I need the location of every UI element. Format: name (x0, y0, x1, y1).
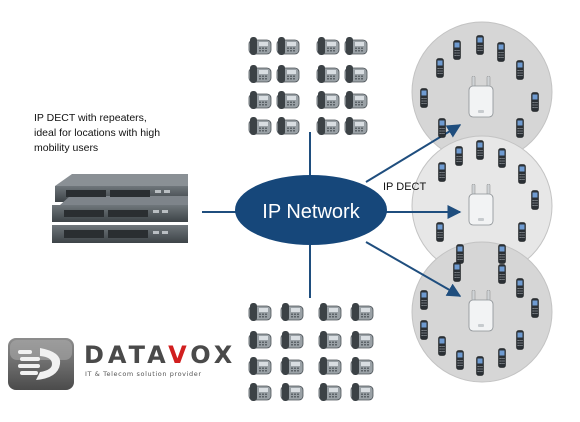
dect-handset-icon (436, 58, 444, 78)
datavox-logo-icon (8, 338, 74, 390)
dect-handset-icon (438, 336, 446, 356)
desk-phone-icon (248, 382, 272, 402)
datavox-wordmark: DATAVOX (84, 341, 236, 369)
dect-handset-icon (456, 244, 464, 264)
stacked-switch-icon (52, 174, 188, 243)
dect-handset-icon (438, 162, 446, 182)
desk-phone-icon (350, 330, 374, 350)
desk-phone-icon (248, 356, 272, 376)
wordmark-accent: V (168, 341, 191, 369)
desk-phone-icon (276, 64, 300, 84)
desk-phone-icon (350, 302, 374, 322)
dect-handset-icon (498, 148, 506, 168)
desk-phone-icon (248, 36, 272, 56)
desk-phone-icon (344, 64, 368, 84)
dect-handset-icon (453, 40, 461, 60)
top-desk-phone-group (248, 36, 368, 136)
dect-handset-icon (516, 330, 524, 350)
dect-handset-icon (531, 92, 539, 112)
desk-phone-icon (280, 382, 304, 402)
desk-phone-icon (318, 302, 342, 322)
desk-phone-icon (248, 330, 272, 350)
desk-phone-icon (318, 330, 342, 350)
desk-phone-icon (276, 90, 300, 110)
desk-phone-icon (344, 116, 368, 136)
desk-phone-icon (276, 116, 300, 136)
dect-handset-icon (516, 278, 524, 298)
dect-handset-icon (438, 118, 446, 138)
dect-handset-icon (497, 42, 505, 62)
dect-handset-icon (518, 164, 526, 184)
dect-handset-icon (516, 60, 524, 80)
dect-handset-icon (420, 320, 428, 340)
datavox-tagline: IT & Telecom solution provider (85, 370, 202, 378)
wordmark-part-2: OX (190, 341, 237, 369)
dect-handset-icon (476, 35, 484, 55)
dect-handset-icon (420, 290, 428, 310)
desk-phone-icon (316, 64, 340, 84)
ip-network-cloud (235, 175, 387, 245)
dect-handset-icon (498, 244, 506, 264)
desk-phone-icon (318, 382, 342, 402)
desk-phone-icon (350, 382, 374, 402)
caption-line-3: mobility users (34, 142, 99, 154)
caption-line-1: IP DECT with repeaters, (34, 112, 147, 124)
desk-phone-icon (248, 90, 272, 110)
dect-handset-icon (498, 348, 506, 368)
desk-phone-icon (350, 356, 374, 376)
dect-handset-icon (498, 264, 506, 284)
desk-phone-icon (280, 330, 304, 350)
desk-phone-icon (344, 36, 368, 56)
dect-handset-icon (476, 140, 484, 160)
dect-handset-icon (456, 350, 464, 370)
desk-phone-icon (280, 356, 304, 376)
dect-handset-icon (420, 88, 428, 108)
desk-phone-icon (318, 356, 342, 376)
desk-phone-icon (316, 116, 340, 136)
dect-handset-icon (476, 356, 484, 376)
dect-handset-icon (531, 298, 539, 318)
arrow-to-bottom-repeater (365, 241, 462, 297)
desk-phone-icon (316, 90, 340, 110)
desk-phone-icon (280, 302, 304, 322)
ip-network-label: IP Network (262, 201, 360, 223)
desk-phone-icon (248, 116, 272, 136)
dect-caption: IP DECT with repeaters, ideal for locati… (34, 111, 204, 156)
dect-handset-icon (436, 222, 444, 242)
dect-handset-icon (518, 222, 526, 242)
dect-handset-icon (516, 118, 524, 138)
ip-dect-label: IP DECT (383, 181, 426, 193)
bottom-desk-phone-group (248, 302, 374, 402)
desk-phone-icon (248, 302, 272, 322)
dect-handset-icon (453, 262, 461, 282)
desk-phone-icon (248, 64, 272, 84)
caption-line-2: ideal for locations with high (34, 127, 161, 139)
desk-phone-icon (276, 36, 300, 56)
wordmark-part-1: DATA (84, 341, 169, 369)
dect-handset-icon (455, 146, 463, 166)
desk-phone-icon (344, 90, 368, 110)
desk-phone-icon (316, 36, 340, 56)
dect-handset-icon (531, 190, 539, 210)
